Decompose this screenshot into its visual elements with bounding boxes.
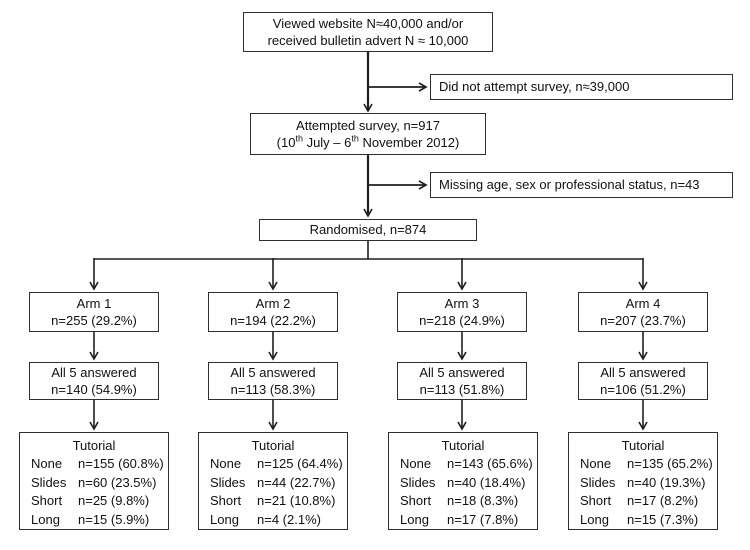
viewed-website-box: Viewed website N≈40,000 and/or received … [243,12,493,52]
arm4-tutorial-title: Tutorial [621,438,665,453]
did-not-attempt-box: Did not attempt survey, n≈39,000 [430,74,733,100]
arm1-title: Arm 1 [76,295,112,311]
did-not-attempt-label: Did not attempt survey, n≈39,000 [439,79,630,95]
arm1-n: n=255 (29.2%) [51,313,137,328]
arm3-answered-n: n=113 (51.8%) [419,382,505,397]
randomised-box: Randomised, n=874 [259,219,477,241]
arm3-title: Arm 3 [444,295,480,311]
arm4-box: Arm 4 n=207 (23.7%) [578,292,708,332]
arm2-answered-box: All 5 answered n=113 (58.3%) [208,362,338,400]
arm2-tutorial-title: Tutorial [251,438,295,453]
arm4-answered-n: n=106 (51.2%) [600,382,686,397]
arm1-answered-label: All 5 answered [51,364,137,380]
arm4-title: Arm 4 [625,295,661,311]
arm4-answered-label: All 5 answered [600,364,686,380]
arm4-n: n=207 (23.7%) [600,313,686,328]
missing-data-box: Missing age, sex or professional status,… [430,172,733,198]
attempted-survey-line1: Attempted survey, n=917 [296,117,440,133]
arm4-answered-box: All 5 answered n=106 (51.2%) [578,362,708,400]
arm1-box: Arm 1 n=255 (29.2%) [29,292,159,332]
arm3-answered-label: All 5 answered [419,364,505,380]
randomised-label: Randomised, n=874 [309,222,427,238]
arm2-title: Arm 2 [255,295,291,311]
arm2-answered-n: n=113 (58.3%) [230,382,316,397]
arm1-answered-n: n=140 (54.9%) [51,382,137,397]
viewed-website-line1: Viewed website N≈40,000 and/or [272,15,464,31]
arm3-box: Arm 3 n=218 (24.9%) [397,292,527,332]
arm1-tutorial-title: Tutorial [72,438,116,453]
arm1-answered-box: All 5 answered n=140 (54.9%) [29,362,159,400]
arm3-tutorial-title: Tutorial [441,438,485,453]
attempted-survey-dates: (10th July – 6th November 2012) [276,133,460,150]
arm2-box: Arm 2 n=194 (22.2%) [208,292,338,332]
missing-data-label: Missing age, sex or professional status,… [439,177,700,193]
arm3-n: n=218 (24.9%) [419,313,505,328]
viewed-website-line2: received bulletin advert N ≈ 10,000 [267,33,469,48]
attempted-survey-box: Attempted survey, n=917 (10th July – 6th… [250,113,486,155]
arm2-answered-label: All 5 answered [230,364,316,380]
arm2-n: n=194 (22.2%) [230,313,316,328]
arm3-answered-box: All 5 answered n=113 (51.8%) [397,362,527,400]
